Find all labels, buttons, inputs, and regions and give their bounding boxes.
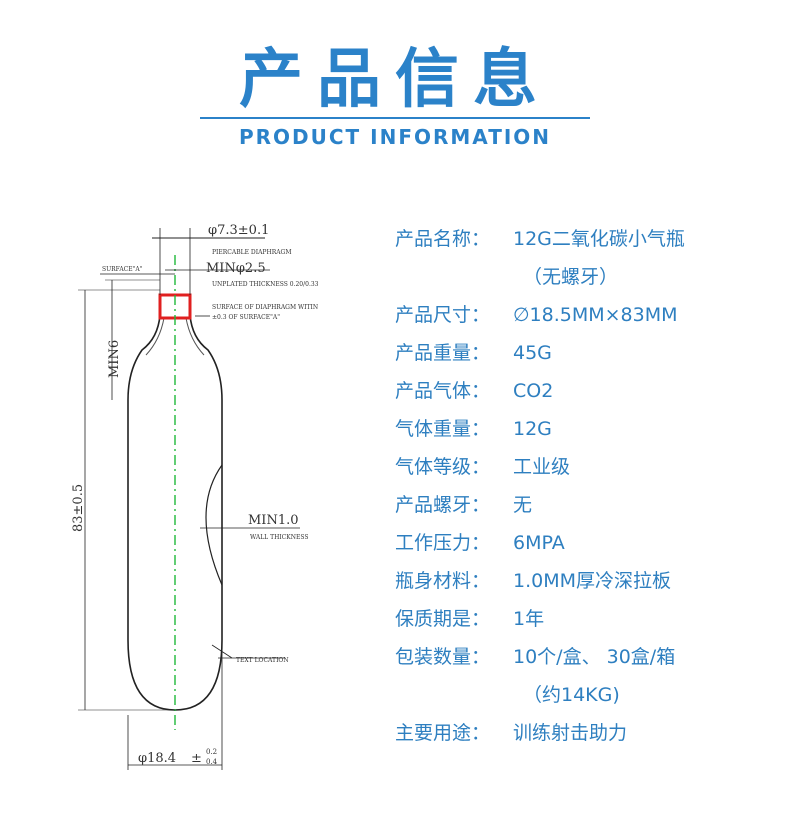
- spec-label: 气体重量：: [395, 418, 491, 440]
- spec-value: CO2: [513, 380, 554, 402]
- spec-value: 45G: [513, 342, 552, 364]
- spec-label: 产品尺寸：: [395, 304, 491, 326]
- spec-value: 训练射击助力: [513, 722, 628, 744]
- spec-row-pressure: 工作压力： 6MPA: [395, 531, 775, 569]
- spec-label: 气体等级：: [395, 456, 491, 478]
- dim-top-label: φ7.3±0.1: [208, 223, 269, 238]
- min-wall-label: MIN1.0: [248, 513, 299, 528]
- spec-row-grade: 气体等级： 工业级: [395, 455, 775, 493]
- unplated-label: UNPLATED THICKNESS 0.20/0.33: [212, 281, 319, 288]
- spec-label: 产品螺牙：: [395, 494, 491, 516]
- spec-row-thread: 产品螺牙： 无: [395, 493, 775, 531]
- surface-diaphragm-2: ±0.3 OF SURFACE"A": [212, 314, 280, 321]
- spec-value-cont: （约14KG): [523, 684, 620, 706]
- dim-bottom-pm: ±: [191, 751, 202, 766]
- spec-label: 产品重量：: [395, 342, 491, 364]
- spec-label: 主要用途：: [395, 722, 491, 744]
- spec-value-cont: （无螺牙）: [523, 266, 619, 288]
- spec-row-packaging: 包装数量： 10个/盒、 30盒/箱 （约14KG): [395, 645, 775, 707]
- spec-label: 保质期是：: [395, 608, 491, 630]
- length-label: 83±0.5: [71, 484, 86, 532]
- surface-a-label: SURFACE"A": [102, 266, 143, 273]
- spec-row-usage: 主要用途： 训练射击助力: [395, 721, 775, 759]
- wall-section: [205, 464, 223, 586]
- page-title-cn: 产品信息: [239, 43, 551, 117]
- dim-bottom-tol-bottom: 0.4: [206, 758, 218, 766]
- spec-value: 10个/盒、 30盒/箱: [513, 646, 676, 668]
- spec-label: 瓶身材料：: [395, 570, 491, 592]
- page-title-en: PRODUCT INFORMATION: [238, 125, 552, 149]
- spec-row-gas-weight: 气体重量： 12G: [395, 417, 775, 455]
- spec-row-name: 产品名称： 12G二氧化碳小气瓶 （无螺牙）: [395, 227, 775, 289]
- dim-bottom-tol-top: 0.2: [206, 748, 217, 756]
- text-location-label: TEXT LOCATION: [236, 657, 289, 664]
- wall-thickness-label: WALL THICKNESS: [250, 534, 309, 541]
- spec-row-material: 瓶身材料： 1.0MM厚冷深拉板: [395, 569, 775, 607]
- spec-value: 无: [513, 494, 533, 516]
- dim-bottom-label: φ18.4: [138, 751, 176, 766]
- spec-value: 1.0MM厚冷深拉板: [513, 570, 672, 592]
- spec-label: 工作压力：: [395, 532, 491, 554]
- min-diam-label: MINφ2.5: [206, 261, 266, 276]
- spec-value: 工业级: [513, 456, 571, 478]
- spec-label: 产品气体：: [395, 380, 491, 402]
- spec-row-gas: 产品气体： CO2: [395, 379, 775, 417]
- spec-value: 12G: [513, 418, 552, 440]
- spec-label: 产品名称：: [395, 228, 491, 250]
- spec-row-shelf-life: 保质期是： 1年: [395, 607, 775, 645]
- spec-list: 产品名称： 12G二氧化碳小气瓶 （无螺牙） 产品尺寸： ∅18.5MM×83M…: [395, 227, 775, 759]
- spec-value: ∅18.5MM×83MM: [513, 304, 678, 326]
- spec-row-weight: 产品重量： 45G: [395, 341, 775, 379]
- spec-value: 12G二氧化碳小气瓶: [513, 228, 685, 250]
- cylinder-technical-drawing: φ7.3±0.1 PIERCABLE DIAPHRAGM SURFACE"A" …: [71, 223, 319, 770]
- min6-label: MIN6: [107, 340, 122, 378]
- spec-value: 6MPA: [513, 532, 565, 554]
- spec-label: 包装数量：: [395, 646, 491, 668]
- neck-inner: [145, 317, 205, 356]
- piercable-label: PIERCABLE DIAPHRAGM: [212, 249, 291, 256]
- surface-diaphragm-1: SURFACE OF DIAPHRAGM WITIN: [212, 304, 318, 311]
- spec-value: 1年: [513, 608, 545, 630]
- title-divider: [200, 117, 590, 119]
- spec-row-size: 产品尺寸： ∅18.5MM×83MM: [395, 303, 775, 341]
